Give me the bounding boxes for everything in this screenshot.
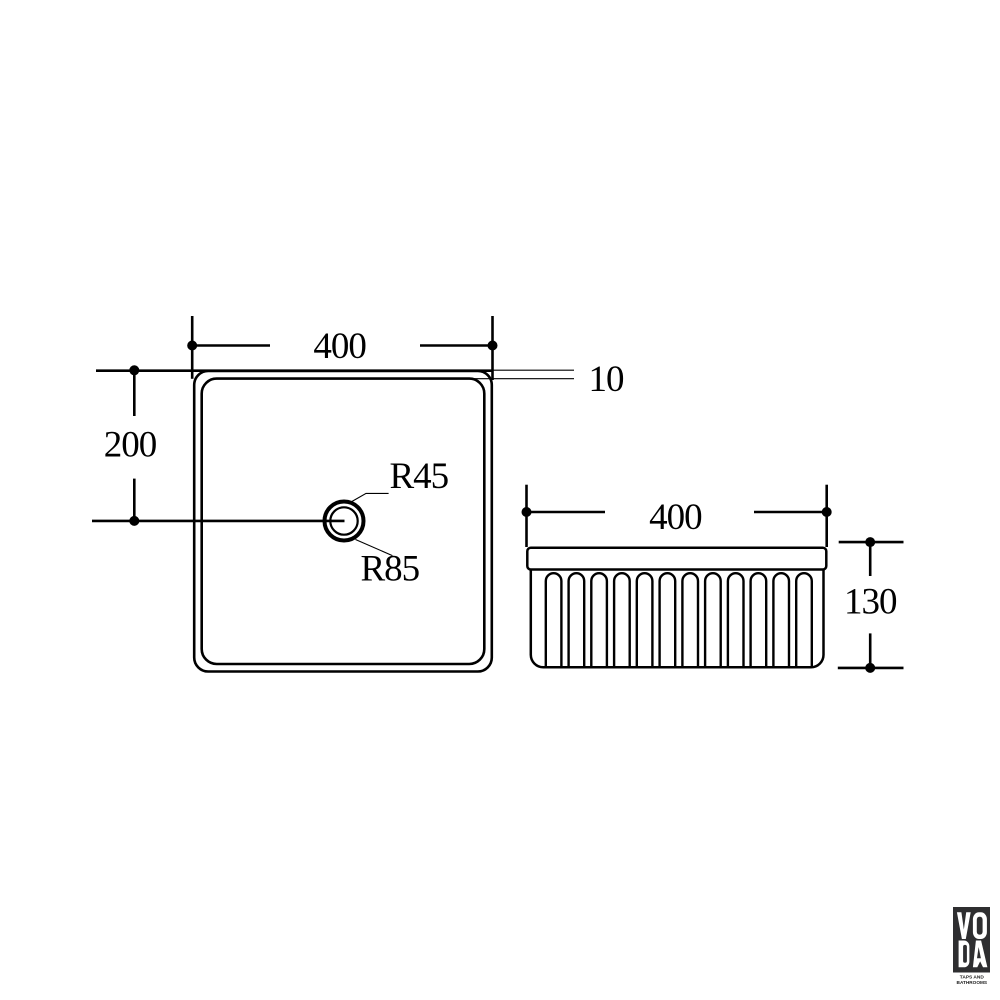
svg-text:R45: R45 bbox=[390, 456, 449, 497]
svg-text:R85: R85 bbox=[361, 549, 420, 590]
svg-text:200: 200 bbox=[104, 425, 157, 466]
svg-text:TAPS AND: TAPS AND bbox=[960, 974, 985, 979]
svg-text:10: 10 bbox=[589, 359, 625, 400]
svg-text:400: 400 bbox=[313, 326, 366, 367]
svg-text:130: 130 bbox=[844, 582, 897, 623]
svg-text:BATHROOMS: BATHROOMS bbox=[957, 980, 988, 985]
svg-text:400: 400 bbox=[649, 497, 702, 538]
